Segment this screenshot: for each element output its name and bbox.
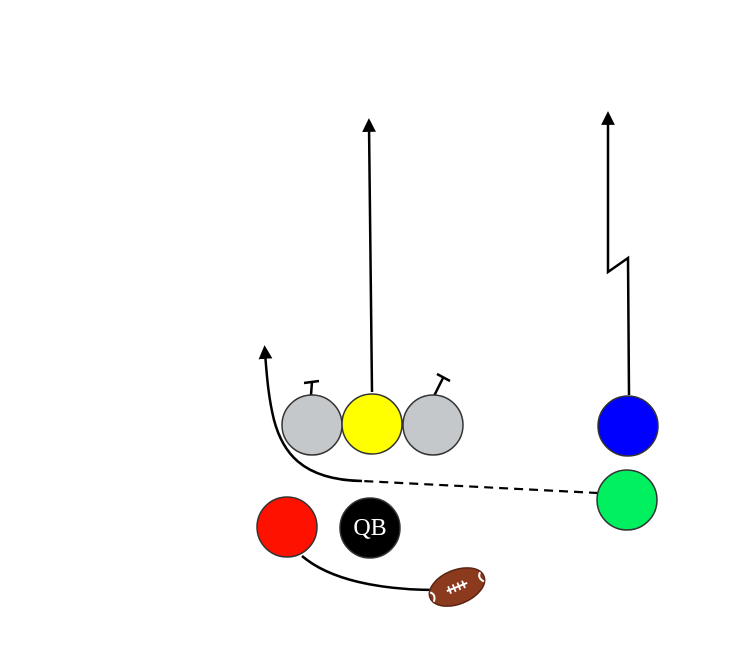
left-guard-block-marker bbox=[303, 379, 320, 396]
football-icon bbox=[428, 567, 486, 607]
slot-motion-dashed-line bbox=[361, 479, 599, 495]
slot-receiver-player[interactable] bbox=[596, 469, 658, 531]
slot-arc-route bbox=[258, 345, 363, 483]
right-guard-player[interactable] bbox=[402, 394, 464, 456]
left-guard-player[interactable] bbox=[281, 394, 343, 456]
quarterback-player[interactable]: QB bbox=[339, 497, 401, 559]
wide-receiver-player[interactable] bbox=[597, 395, 659, 457]
center-player[interactable] bbox=[341, 393, 403, 455]
receiver-zigzag-route bbox=[601, 111, 631, 396]
quarterback-label: QB bbox=[353, 515, 386, 541]
running-back-player[interactable] bbox=[256, 496, 318, 558]
center-vertical-route bbox=[362, 118, 376, 393]
right-guard-block-marker bbox=[432, 372, 451, 397]
running-back-route bbox=[301, 555, 438, 592]
